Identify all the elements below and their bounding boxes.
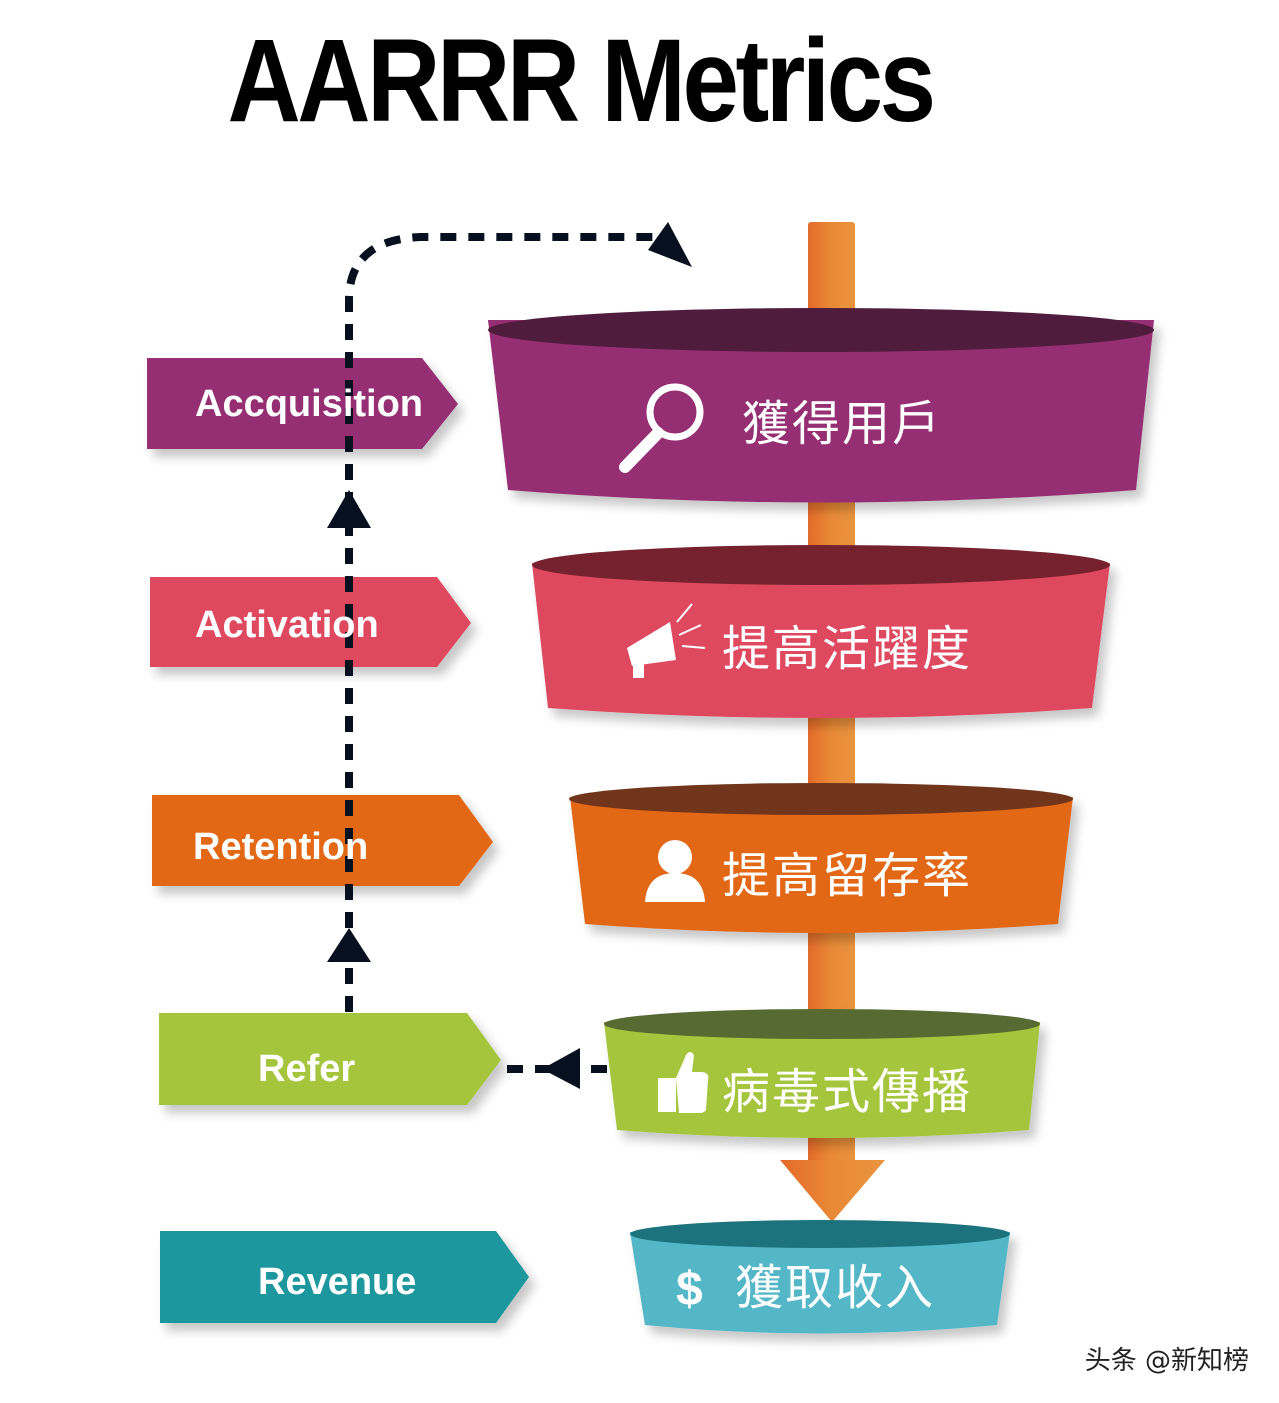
label-shape-activation <box>150 577 471 667</box>
funnel-text-acquisition: 獲得用戶 <box>742 396 943 452</box>
pipe-arrow-head <box>780 1160 885 1222</box>
label-acquisition: Accquisition <box>195 383 424 425</box>
user-icon <box>645 840 705 902</box>
funnel-text-activation: 提高活躍度 <box>722 621 973 677</box>
funnel-text-refer: 病毒式傳播 <box>722 1064 973 1120</box>
label-refer: Refer <box>258 1048 356 1090</box>
arrow-head-up-1 <box>327 490 371 528</box>
arrow-head-top <box>648 222 692 267</box>
watermark: 头条 @新知榜 <box>1084 1346 1249 1376</box>
page-title: AARRR Metrics <box>227 15 936 147</box>
label-revenue: Revenue <box>258 1261 417 1303</box>
funnel-activation <box>532 545 1110 718</box>
loop-dashed-arrow <box>345 233 665 1073</box>
magnifier-icon <box>619 383 704 473</box>
dollar-icon: $ <box>676 1263 703 1316</box>
label-shape-acquisition <box>147 358 458 449</box>
label-retention: Retention <box>193 826 369 868</box>
funnel-acquisition <box>488 308 1154 503</box>
funnel-text-retention: 提高留存率 <box>722 848 973 904</box>
label-shape-revenue <box>160 1231 529 1323</box>
label-shape-retention <box>152 795 493 886</box>
arrow-head-up-2 <box>327 928 371 962</box>
funnel-revenue <box>630 1220 1010 1334</box>
arrow-head-left <box>542 1048 580 1089</box>
thumbs-up-icon <box>658 1052 709 1113</box>
label-shape-refer <box>159 1013 501 1105</box>
funnel-text-revenue: 獲取收入 <box>735 1260 936 1316</box>
funnel-refer <box>604 1009 1040 1138</box>
label-activation: Activation <box>195 604 379 646</box>
megaphone-icon <box>627 603 706 678</box>
